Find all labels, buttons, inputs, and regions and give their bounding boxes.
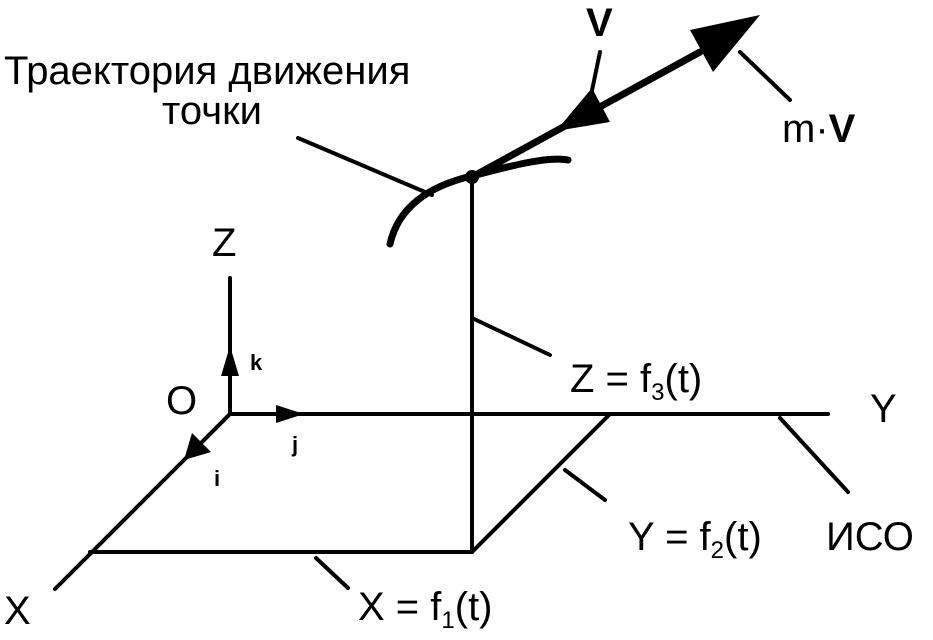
frame-label: ИСО <box>826 515 914 559</box>
x-eq-leader <box>314 556 350 590</box>
axis-z-label: Z <box>212 221 236 265</box>
velocity-leader <box>588 50 602 102</box>
y-equation: Y = f2(t) <box>628 515 762 564</box>
trajectory-label-line2: точки <box>162 89 262 133</box>
unit-vector-k <box>221 346 239 416</box>
unit-i-label: i <box>214 466 220 491</box>
velocity-vector <box>468 15 760 181</box>
x-equation: X = f1(t) <box>358 585 493 634</box>
axis-x-label: X <box>4 589 31 633</box>
origin-label: O <box>166 379 197 423</box>
frame-leader <box>778 416 850 494</box>
momentum-vector: V <box>829 107 856 151</box>
velocity-label: V <box>586 1 613 45</box>
momentum-leader <box>738 50 792 102</box>
unit-k-label: k <box>250 350 263 375</box>
unit-vector-j <box>228 405 304 423</box>
trajectory-label-line1: Траектория движения <box>4 49 410 93</box>
y-eq-leader <box>563 468 607 502</box>
unit-j-label: j <box>291 432 298 457</box>
z-eq-leader <box>470 316 552 357</box>
unit-vector-i <box>184 412 232 460</box>
momentum-label: m·V <box>782 107 856 151</box>
momentum-prefix: m· <box>782 107 829 151</box>
y-projection-line <box>470 412 612 554</box>
z-equation: Z = f3(t) <box>570 357 702 406</box>
axis-y-label: Y <box>870 387 897 431</box>
trajectory-leader <box>296 136 434 197</box>
